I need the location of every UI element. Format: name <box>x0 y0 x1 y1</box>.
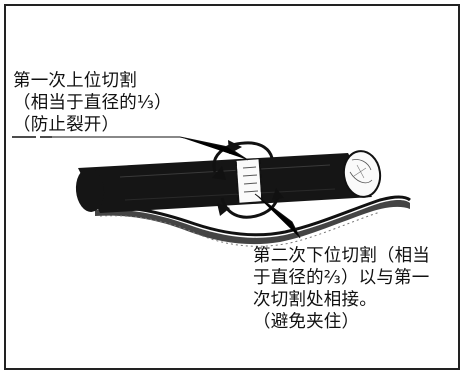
lower-leader-line <box>254 193 301 239</box>
log-end <box>342 150 382 198</box>
upper-cut-line-1: 第一次上位切割 <box>13 71 137 91</box>
lower-cut-line-3: 次切割处相接。 <box>253 290 377 310</box>
lower-cut-line-1: 第二次下位切割（相当 <box>253 246 430 266</box>
ground <box>94 195 411 247</box>
upper-cut-line-3: （防止裂开） <box>13 115 120 135</box>
lower-cut-line-4: （避免夹住） <box>253 312 360 332</box>
upper-leader-line <box>12 136 249 161</box>
lower-cut-caption: 第二次下位切割（相当 于直径的⅔）以与第一 次切割处相接。 （避免夹住） <box>253 245 430 333</box>
upper-cut-caption: 第一次上位切割 （相当于直径的⅓） （防止裂开） <box>13 70 172 136</box>
lower-cut-line-2: 于直径的⅔）以与第一 <box>253 268 430 288</box>
cut-zone <box>235 159 263 204</box>
figure-frame <box>4 4 460 370</box>
log <box>75 153 372 213</box>
upper-cut-line-2: （相当于直径的⅓） <box>13 93 172 113</box>
lower-cut-arrow-icon <box>217 188 284 219</box>
